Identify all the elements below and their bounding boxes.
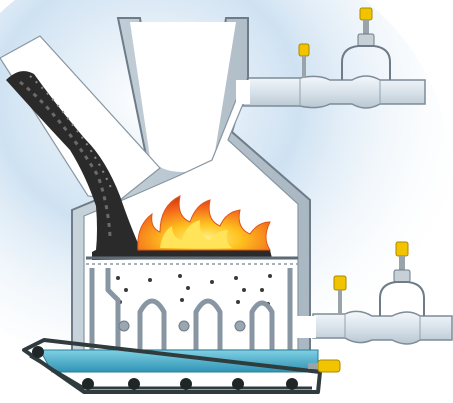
flue-gas-outlet-upper	[243, 76, 425, 108]
